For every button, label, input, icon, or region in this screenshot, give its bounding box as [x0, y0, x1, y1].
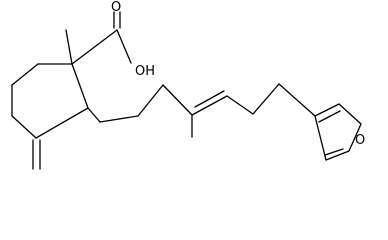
chain-bond	[87, 107, 101, 123]
ring-bond	[11, 63, 39, 86]
exocyclic-methylene	[32, 139, 41, 170]
side-chain	[87, 83, 316, 138]
chemical-structure: O OH O	[11, 0, 365, 170]
carboxyl-bond	[71, 29, 118, 65]
furan-bond	[314, 115, 327, 161]
hydroxyl-label: OH	[135, 64, 155, 79]
chain-bond	[226, 95, 254, 115]
ring-bond	[35, 107, 89, 139]
furan-oxygen-label: O	[355, 133, 365, 148]
carbonyl-oxygen-label: O	[111, 0, 121, 15]
furan-double-bond	[324, 148, 344, 156]
chain-bond	[137, 84, 164, 117]
chain-bond	[99, 115, 139, 123]
ring-bond	[11, 115, 37, 139]
ring-bond	[71, 63, 89, 109]
carboxylic-acid-group: O OH	[71, 0, 155, 79]
furan-double-bond	[318, 110, 341, 123]
furan-bond	[325, 150, 350, 161]
furan-ring: O	[314, 103, 365, 161]
chain-bond	[252, 83, 280, 115]
furan-bond	[314, 103, 340, 117]
chain-bond	[278, 83, 316, 117]
cyclohexane-ring	[11, 63, 89, 139]
furan-bond	[348, 123, 362, 152]
methyl-bond	[65, 29, 73, 65]
furan-bond	[338, 103, 362, 125]
alkene-double-bond	[191, 95, 228, 116]
alkene-double-bond	[194, 90, 225, 108]
chain-bond	[162, 84, 193, 116]
hydroxyl-bond	[116, 29, 132, 64]
